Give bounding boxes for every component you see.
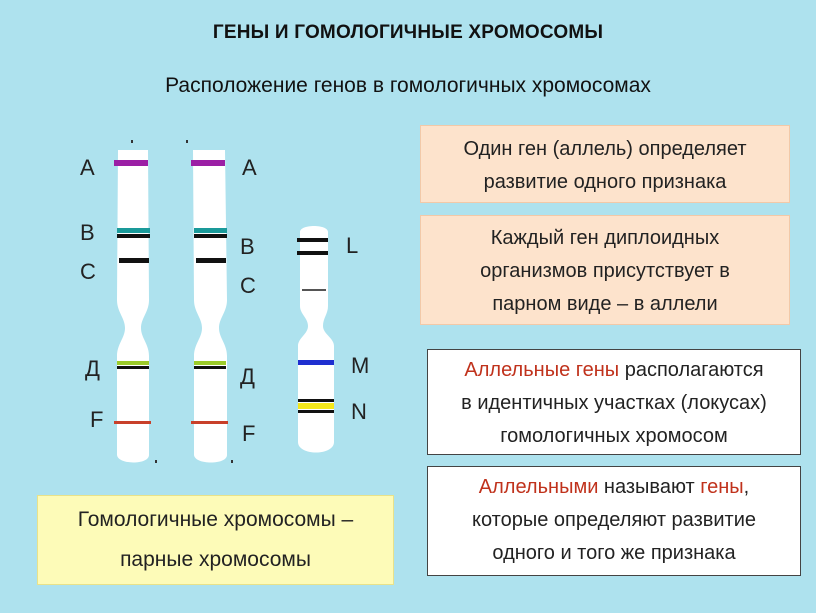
gene-B-dark-band-2 bbox=[194, 234, 227, 238]
gene-N-dark-band-top bbox=[298, 399, 334, 402]
box3-line1: Аллельные гены располагаются bbox=[464, 359, 764, 381]
box4-term2: гены bbox=[700, 476, 744, 498]
chromosome-3 bbox=[298, 226, 334, 453]
gene-B-dark-band-1 bbox=[117, 234, 150, 238]
box3-term: Аллельные гены bbox=[464, 359, 620, 381]
gene-N-band bbox=[298, 403, 334, 409]
gene-L-band-bottom bbox=[297, 251, 328, 255]
box3-line3: гомологичных хромосом bbox=[500, 425, 728, 447]
label-right-C: C bbox=[240, 273, 256, 298]
box1-line2: развитие одного признака bbox=[483, 171, 727, 193]
gene-D-dark-band-2 bbox=[194, 366, 226, 369]
box5-line1: Гомологичные хромосомы – bbox=[77, 508, 354, 531]
info-box-gene-allele: Один ген (аллель) определяет развитие од… bbox=[420, 125, 790, 203]
box4-line1: Аллельными называют гены, bbox=[478, 476, 750, 498]
chromosome-2 bbox=[193, 150, 227, 463]
gene-N-dark-band-bottom bbox=[298, 410, 334, 413]
box2-line2: организмов присутствует в bbox=[480, 260, 730, 282]
label-right-D: Д bbox=[240, 364, 255, 389]
gene-M-band bbox=[298, 360, 334, 365]
box2-line1: Каждый ген диплоидных bbox=[490, 227, 720, 249]
label-left-F: F bbox=[90, 407, 104, 432]
gene-F-band-1 bbox=[114, 421, 151, 424]
label-left-B: B bbox=[80, 220, 95, 245]
gene-B-band-2 bbox=[194, 228, 227, 233]
label-left-C: C bbox=[80, 259, 96, 284]
box1-line1: Один ген (аллель) определяет bbox=[463, 138, 747, 160]
label-right-A: A bbox=[242, 155, 257, 180]
gene-A-band-1 bbox=[114, 160, 148, 166]
box2-line3: парном виде – в аллели bbox=[492, 293, 718, 315]
info-box-diploid: Каждый ген диплоидных организмов присутс… bbox=[420, 215, 790, 325]
label-M: M bbox=[351, 353, 370, 378]
gene-C-band-1 bbox=[119, 258, 149, 263]
info-box-homologous: Гомологичные хромосомы – парные хромосом… bbox=[37, 495, 394, 585]
gene-A-band-2 bbox=[191, 160, 225, 166]
box5-line2: парные хромосомы bbox=[120, 548, 311, 571]
gene-D-dark-band-1 bbox=[117, 366, 149, 369]
page-subtitle: Расположение генов в гомологичных хромос… bbox=[165, 74, 651, 97]
page-title: ГЕНЫ И ГОМОЛОГИЧНЫЕ ХРОМОСОМЫ bbox=[212, 22, 604, 43]
label-right-B: B bbox=[240, 234, 255, 259]
label-right-F: F bbox=[242, 421, 256, 446]
gene-D-band-2 bbox=[194, 361, 226, 365]
box4-line2: которые определяют развитие bbox=[471, 509, 756, 531]
label-left-A: A bbox=[80, 155, 95, 180]
label-N: N bbox=[351, 399, 367, 424]
box4-line3: одного и того же признака bbox=[492, 542, 736, 564]
faint-band bbox=[302, 289, 326, 291]
gene-L-band-top bbox=[297, 238, 328, 242]
chromosome-1 bbox=[117, 150, 149, 463]
gene-B-band-1 bbox=[117, 228, 150, 233]
gene-F-band-2 bbox=[191, 421, 228, 424]
label-L: L bbox=[346, 233, 359, 258]
box4-term1: Аллельными bbox=[478, 476, 599, 498]
gene-D-band-1 bbox=[117, 361, 149, 365]
label-left-D: Д bbox=[85, 356, 100, 381]
info-box-allelic-definition: Аллельными называют гены, которые опреде… bbox=[427, 466, 801, 576]
box3-line2: в идентичных участках (локусах) bbox=[461, 392, 767, 414]
gene-C-band-2 bbox=[196, 258, 226, 263]
info-box-allelic-genes: Аллельные гены располагаются в идентичны… bbox=[427, 349, 801, 455]
